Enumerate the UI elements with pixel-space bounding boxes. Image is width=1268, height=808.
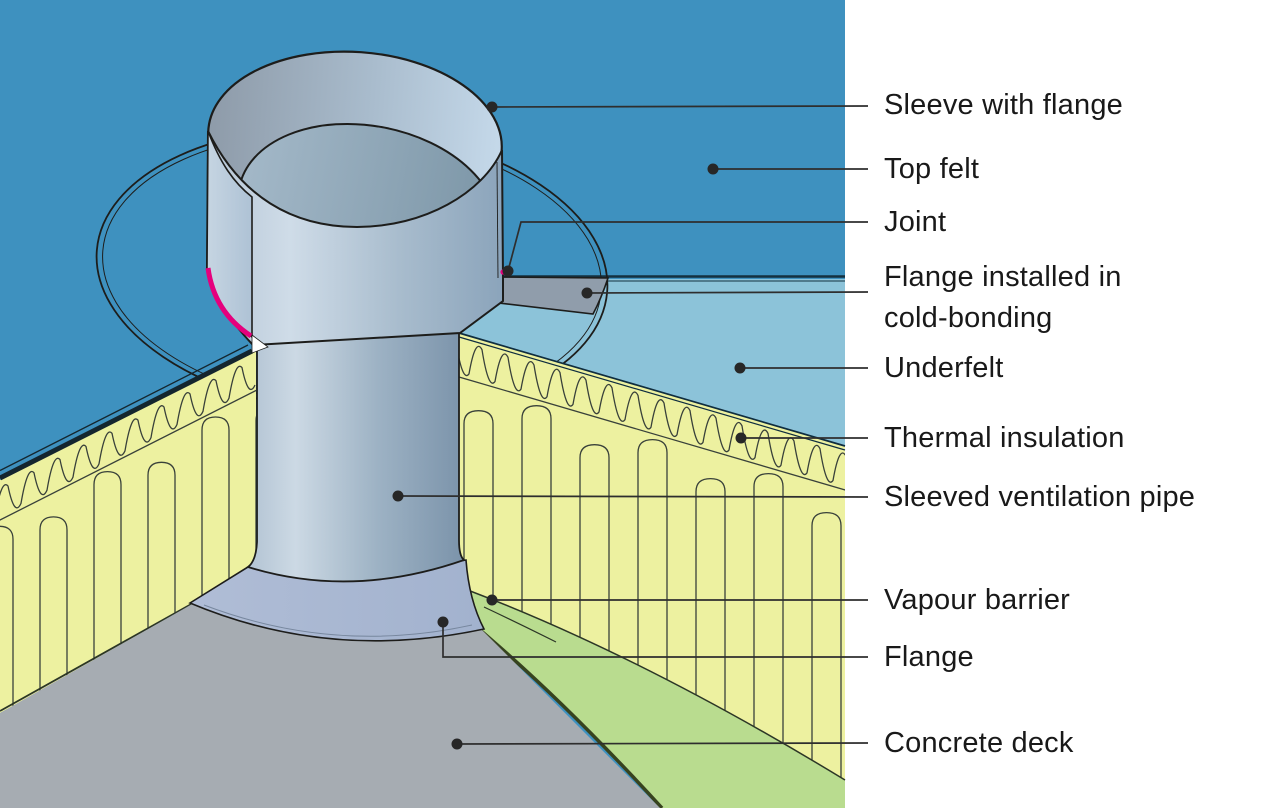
leader-lines [397,105,869,745]
sleeve-wall-inner-edge [496,161,499,279]
underfelt-edge-line2 [458,336,846,451]
leader-dot [451,738,463,750]
ventilation-pipe [246,327,466,583]
leader-dot [486,101,498,113]
leader-dot [734,362,746,374]
insulation-hatch-left [0,365,256,713]
felt-edge-left-thick [0,348,254,481]
leader-dot [437,616,449,628]
vapour-barrier-region [432,577,845,808]
insulation-left-face [0,350,256,713]
concrete-deck-region [0,569,660,808]
underfelt-region [459,279,845,446]
leader-dots [392,101,747,750]
leader-dot [392,490,404,502]
cold-bonding-layer [205,267,253,339]
vapour-fold-line [483,606,557,643]
flange-plate [498,276,610,315]
sleeve-base-notch [251,334,269,354]
leader-dot [735,432,747,444]
leader-dot [707,163,719,175]
leader-dot [502,265,514,277]
vapour-bottom-edge [478,628,664,808]
base-flange-inner-arc [203,604,473,637]
felt-edge-left-thin [0,344,249,472]
insulation-hatch-right [432,334,845,782]
leader-dot [486,594,498,606]
underfelt-edge-line [458,332,846,447]
leader-dot [581,287,593,299]
